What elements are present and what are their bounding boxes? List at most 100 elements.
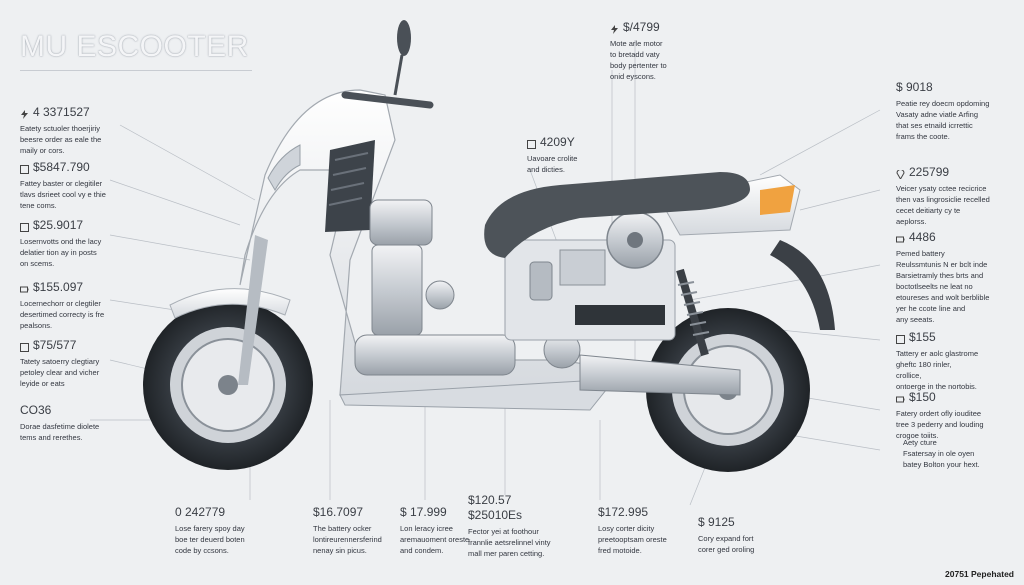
callout-price: 4486 [909, 230, 936, 244]
dollar-icon [896, 333, 905, 344]
callout-line: petoley clear and vicher [20, 368, 100, 377]
callout-line: Uavoare crolite [527, 154, 578, 163]
rear-shock [676, 268, 710, 357]
side-vents [325, 140, 375, 232]
callout-line: mall mer paren cetting. [468, 549, 545, 558]
callout-right-5: $150 Fatery ordert ofly iouditee tree 3 p… [896, 390, 984, 441]
callout-price: $5847.790 [33, 160, 90, 174]
dollar-icon [20, 163, 29, 174]
front-fork [238, 235, 268, 385]
front-wheel [143, 300, 313, 470]
callout-line: lontireurennersferind [313, 535, 382, 544]
callout-price: $ 9018 [896, 80, 933, 94]
callout-line: Aety cture [903, 438, 937, 447]
callout-price: 4 3371527 [33, 105, 90, 119]
rear-fender [770, 240, 835, 330]
dollar-icon [20, 341, 29, 352]
battery-icon [896, 393, 905, 403]
battery-icon [20, 283, 29, 293]
callout-line: ontoerge in the nortobis. [896, 382, 977, 391]
callout-line: Fattey baster or clegitiler [20, 179, 103, 188]
swingarm [579, 354, 741, 396]
callout-line: Losernvotts ond the lacy [20, 237, 102, 246]
callout-line: Tatety satoerry clegtiary [20, 357, 100, 366]
callout-line: and dicties. [527, 165, 565, 174]
callout-line: Tattery er aolc glastrome [896, 349, 979, 358]
callout-line: Peatie rey doecm opdoming [896, 99, 990, 108]
callout-price: CO36 [20, 403, 52, 417]
callout-line: preetooptsam oreste [598, 535, 667, 544]
floorboard [339, 379, 611, 411]
mirror [397, 20, 411, 56]
callout-line: Lose farery spoy day [175, 524, 245, 533]
callout-line: boctotlseelts ne leat no [896, 282, 973, 291]
frame [504, 211, 676, 341]
callout-line: beesre order as eale the [20, 135, 102, 144]
callout-left-1: 4 3371527 Eatety sctuoler thoerjiriy bees… [20, 105, 101, 156]
callout-price: $120.57 [468, 493, 512, 507]
callout-price-secondary: $25010Es [468, 508, 523, 522]
callout-line: Locernechorr or clegtiler [20, 299, 101, 308]
callout-price: $ 17.999 [400, 505, 447, 519]
callout-line: and condem. [400, 546, 444, 555]
callout-line: leyide or eats [20, 379, 65, 388]
callout-line: aeplorss. [896, 217, 927, 226]
callout-line: crollice, [896, 371, 922, 380]
page-title: MU ESCOOTER [20, 30, 249, 63]
callout-line: maily or cors. [20, 146, 65, 155]
callout-price: 4209Y [540, 135, 575, 149]
callout-price: $155.097 [33, 280, 84, 294]
callout-line: desertimed correcty is fre [20, 310, 105, 319]
callout-line: batey Bolton your hext. [903, 460, 980, 469]
motor-assembly [354, 199, 581, 376]
callout-line: code by ccsons. [175, 546, 229, 555]
callout-line: tems and rerethes. [20, 433, 83, 442]
callout-mid-controller: 4209Y Uavoare crolite and dicties. [527, 135, 577, 175]
callout-left-2: $5847.790 Fattey baster or clegitiler tla… [20, 160, 106, 211]
callout-line: boe ter deuerd boten [175, 535, 245, 544]
callout-line: aremauoment oreste [400, 535, 470, 544]
callout-price: $75/577 [33, 338, 77, 352]
callout-line: Losy corter dicity [598, 524, 655, 533]
callout-price: $150 [909, 390, 936, 404]
callout-line: that ses etnaild icrrettic [896, 121, 973, 130]
callout-left-5: $75/577 Tatety satoerry clegtiary petoley… [20, 338, 99, 389]
callout-price: 0 242779 [175, 505, 226, 519]
callout-price: $ 9125 [698, 515, 735, 529]
callout-right-4: $155 Tattery er aolc glastrome gheftc 180… [896, 330, 978, 392]
footer-caption: 20751 Pepehated [945, 569, 1014, 579]
callout-line: etoureses and wolt berblible [896, 293, 990, 302]
callout-line: Fsatersay in ole oyen [903, 449, 975, 458]
battery-icon [896, 233, 905, 243]
callout-line: to bretadd vaty [610, 50, 660, 59]
callout-line: body pertenter to [610, 61, 667, 70]
callout-line: Pemed battery [896, 249, 945, 258]
callout-line: crogoe toiits. [896, 431, 939, 440]
callout-line: on scems. [20, 259, 55, 268]
callout-price: $172.995 [598, 505, 649, 519]
callout-line: gheftc 180 rinler, [896, 360, 952, 369]
callout-line: Fatery ordert ofly iouditee [896, 409, 982, 418]
callout-line: tlavs dsrieet cool vy e thie [20, 190, 106, 199]
callout-line: tene coms. [20, 201, 57, 210]
title-underline [20, 70, 252, 71]
callout-price: $155 [909, 330, 936, 344]
headlight [267, 144, 301, 192]
callout-line: onid eyscons. [610, 72, 656, 81]
callout-line: Lon leracy icree [400, 524, 453, 533]
callout-line: Eatety sctuoler thoerjiriy [20, 124, 101, 133]
callout-line: Fector yei at foothour [468, 527, 539, 536]
callout-line: tree 3 pederry and louding [896, 420, 984, 429]
callout-line: cecet deitiarty cy te [896, 206, 961, 215]
callout-line: then vas lingrosiclie recelled [896, 195, 990, 204]
callout-line: Mote arle motor [610, 39, 663, 48]
callout-line: Dorae dasfetime diolete [20, 422, 100, 431]
